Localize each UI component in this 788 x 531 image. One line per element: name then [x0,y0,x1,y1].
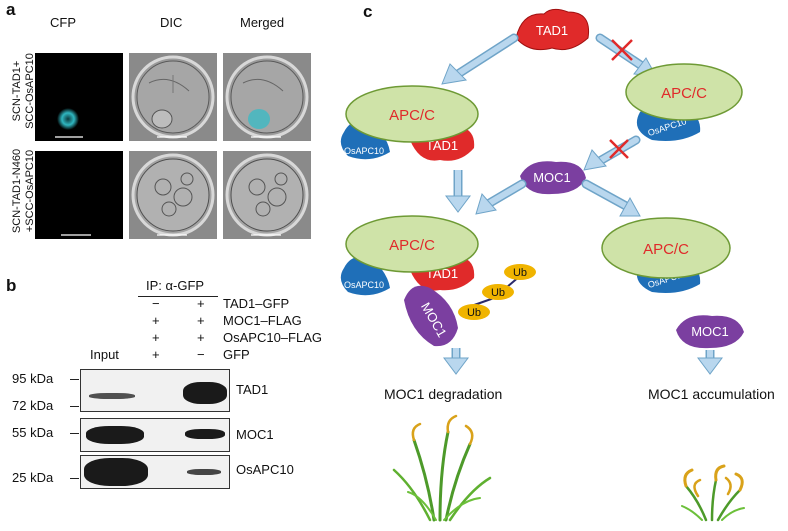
outcome-accumulation: MOC1 accumulation [648,386,775,402]
complex-degradation: OsAPC10 TAD1 APC/C MOC1 Ub Ub Ub [340,215,536,347]
tad1-top-label: TAD1 [536,23,568,38]
ub-label-1: Ub [467,307,481,319]
arrow-to-moc1 [583,135,641,171]
merged-image-row2 [223,151,311,239]
band-osapc10-input [84,458,148,486]
arrow-left-down [445,170,471,213]
mw-tick-55 [70,433,79,434]
apcc-label-2: APC/C [661,85,707,102]
ip-underline [138,296,218,297]
condition-tad1-gfp: TAD1–GFP [223,296,290,311]
arrow-top-left [441,33,519,85]
ub-label-3: Ub [513,267,527,279]
band-tad1-input [89,393,135,399]
ip-label: IP: α-GFP [146,278,205,293]
blot-tad1 [80,369,230,412]
moc1-free: MOC1 [676,315,744,349]
sign-osapc10-lane3: + [197,330,205,345]
complex-apcc-right-top: OsAPC10 APC/C [625,63,743,141]
sign-tad1-lane3: + [197,296,205,311]
condition-gfp: GFP [223,347,250,362]
osapc10-label-3: OsAPC10 [344,280,384,290]
cfp-signal-row1 [55,108,83,138]
mw-tick-95 [70,379,79,380]
row-label-2: SCN-TAD1-N460 +SCC-OsAPC10 [11,146,37,236]
apcc-label-1: APC/C [389,107,435,124]
sign-gfp-lane3: − [197,347,205,362]
condition-moc1-flag: MOC1–FLAG [223,313,302,328]
dic-image-row2 [129,151,217,239]
arrow-moc1-left [475,179,527,215]
sign-moc1-lane2: + [152,313,160,328]
sign-gfp-lane2: + [152,347,160,362]
tall-plant-illustration [392,414,492,522]
band-tad1-lane3 [183,382,227,404]
row-label-1: SCN-TAD1+ SCC-OsAPC10 [11,46,37,136]
cfp-image-row1 [35,53,123,141]
arrow-accumulation [697,350,723,375]
cross-icon-top [611,39,633,61]
tad1-top: TAD1 [515,8,590,51]
moc1-label-free: MOC1 [691,324,729,339]
osapc10-label-1: OsAPC10 [344,146,384,156]
apcc-label-4: APC/C [643,241,689,258]
blot-osapc10 [80,455,230,489]
column-header-dic: DIC [160,15,183,30]
mw-marker-95: 95 kDa [12,371,54,386]
arrow-moc1-right [581,179,641,217]
cross-icon-middle [609,139,629,159]
band-osapc10-lane3 [187,469,221,475]
complex-apcc-right-bottom: OsAPC10 APC/C [601,217,731,293]
cfp-image-row2 [35,151,123,239]
complex-apcc-tad1: OsAPC10 TAD1 APC/C [340,85,479,161]
mw-marker-72: 72 kDa [12,398,54,413]
moc1-label-middle: MOC1 [533,170,571,185]
outcome-degradation: MOC1 degradation [384,386,503,402]
blot-moc1 [80,418,230,452]
column-header-cfp: CFP [50,15,76,30]
sign-moc1-lane3: + [197,313,205,328]
panel-c-diagram: TAD1 OsAPC10 TAD1 APC/C OsAPC10 APC/C [340,8,745,522]
mw-marker-25: 25 kDa [12,470,54,485]
sign-tad1-lane2: − [152,296,160,311]
row-label-1-line1: SCN-TAD1+ [11,60,23,122]
arrow-degradation [443,348,469,375]
row-label-2-line1: SCN-TAD1-N460 [11,148,23,234]
panel-c-label: c [363,2,373,21]
mw-marker-55: 55 kDa [12,425,54,440]
sign-osapc10-lane2: + [152,330,160,345]
input-label: Input [90,347,119,362]
ub-label-2: Ub [491,287,505,299]
tad1-label-1: TAD1 [426,138,458,153]
mw-tick-25 [70,478,79,479]
blot-label-tad1: TAD1 [236,382,269,397]
apcc-label-3: APC/C [389,237,435,254]
merged-image-row1 [223,53,311,141]
panel-b-label: b [6,276,17,295]
band-moc1-input [86,426,144,444]
dic-image-row1 [129,53,217,141]
panel-a-label: a [6,0,16,19]
moc1-middle: MOC1 [520,161,586,195]
short-plant-illustration [681,464,745,522]
band-moc1-lane3 [185,429,225,439]
blot-label-moc1: MOC1 [236,427,274,442]
mw-tick-72 [70,406,79,407]
blot-label-osapc10: OsAPC10 [236,462,294,477]
condition-osapc10-flag: OsAPC10–FLAG [223,330,322,345]
column-header-merged: Merged [240,15,285,30]
